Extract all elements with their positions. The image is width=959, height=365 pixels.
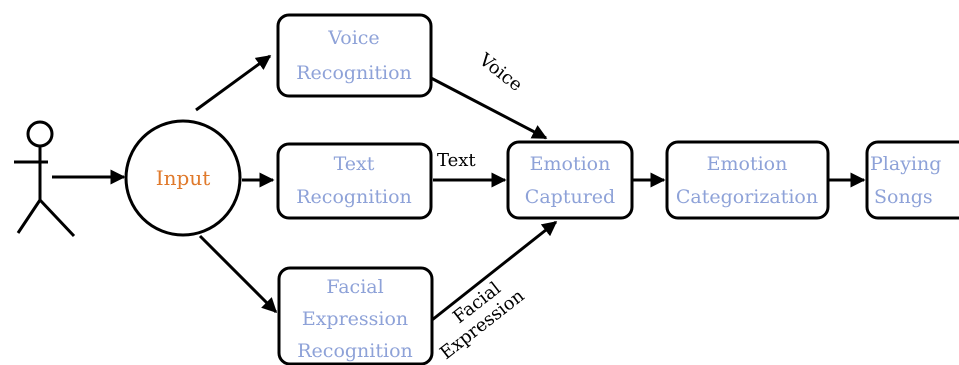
emotion-captured-node: Emotion Captured (506, 140, 634, 220)
emotion-categorization-line-1: Emotion (707, 153, 788, 175)
text-recognition-line-1: Text (334, 153, 375, 175)
edge-label-text: Text (437, 150, 476, 171)
facial-recognition-line-2: Expression (302, 308, 408, 330)
edge-facial-to-emotion (431, 220, 558, 322)
input-node: Input (124, 119, 242, 237)
text-recognition-node: Text Recognition (276, 142, 433, 220)
input-label: Input (156, 166, 211, 190)
voice-recognition-line-2: Recognition (296, 62, 412, 84)
edge-input-to-voice (195, 54, 272, 112)
edge-label-voice: Voice (474, 49, 526, 96)
playing-songs-line-1: Playing (870, 153, 941, 175)
emotion-categorization-line-2: Categorization (676, 186, 818, 208)
facial-recognition-line-1: Facial (326, 276, 383, 298)
emotion-categorization-node: Emotion Categorization (665, 140, 830, 220)
text-recognition-line-2: Recognition (296, 186, 412, 208)
playing-songs-node: Playing Songs (865, 140, 959, 220)
facial-recognition-line-3: Recognition (297, 340, 413, 362)
voice-recognition-node: Voice Recognition (276, 13, 433, 98)
voice-recognition-line-1: Voice (327, 27, 379, 49)
edge-input-to-facial (198, 234, 278, 314)
playing-songs-line-2: Songs (874, 186, 933, 208)
user-actor-icon (14, 120, 76, 238)
facial-recognition-node: Facial Expression Recognition (277, 266, 434, 365)
emotion-captured-line-2: Captured (525, 186, 615, 208)
emotion-captured-line-1: Emotion (530, 153, 611, 175)
edge-voice-to-emotion (430, 76, 548, 140)
